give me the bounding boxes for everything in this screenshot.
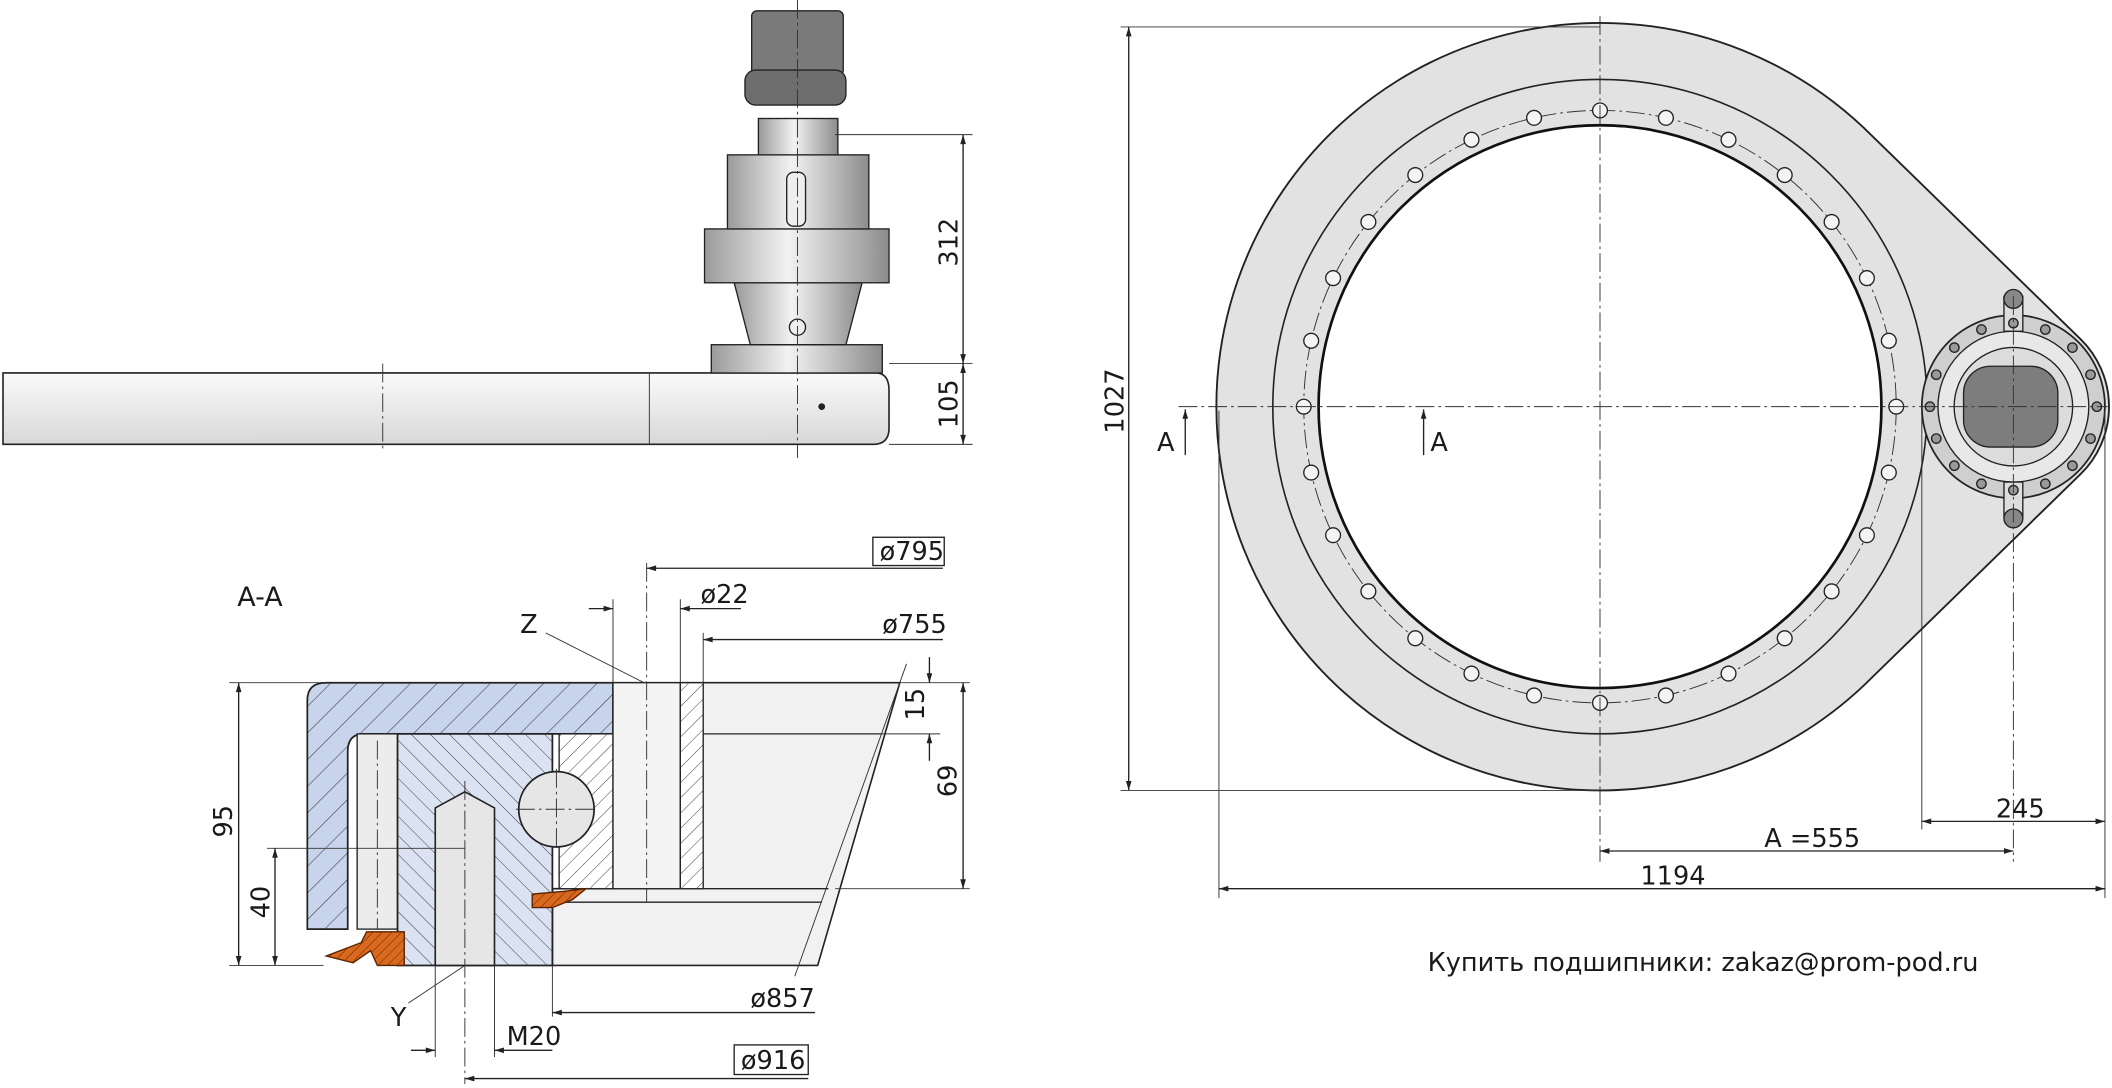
bolt-hole	[1526, 109, 1543, 126]
pinion-bolt	[2085, 369, 2096, 381]
dia-755: ø755	[882, 610, 946, 640]
marker-y: Y	[390, 1003, 407, 1033]
dim-width: 1194	[1640, 862, 1705, 892]
bolt-hole	[1526, 687, 1543, 704]
section-mark-left: A	[1157, 428, 1175, 458]
bolt-hole	[1303, 464, 1320, 481]
bolt-hole	[1858, 270, 1875, 287]
pinion-bolt	[1976, 324, 1987, 335]
dia-916: ø916	[741, 1046, 805, 1076]
bolt-hole	[1823, 213, 1840, 231]
dia-857: ø857	[750, 984, 814, 1014]
bolt-hole	[1880, 332, 1897, 349]
dim-top-step: 15	[901, 688, 931, 721]
bolt-hole	[1657, 687, 1674, 704]
bolt-hole	[1407, 630, 1424, 647]
bolt-hole	[1463, 665, 1480, 682]
pinion-bolt	[2067, 342, 2078, 354]
dim-plate-height: 105	[935, 379, 965, 428]
pinion-bolt	[1948, 342, 1960, 354]
dim-center-distance: A =555	[1764, 824, 1860, 854]
pinion-bolt	[2067, 460, 2078, 472]
bolt-hole	[1858, 527, 1875, 544]
pinion-bolt	[1976, 478, 1987, 490]
dia-795: ø795	[880, 537, 944, 567]
bolt-hole	[1325, 270, 1342, 287]
dim-motor-height: 312	[935, 218, 965, 267]
dia-22: ø22	[701, 580, 749, 610]
dim-pinion: 245	[1996, 794, 2045, 824]
ring-plate	[2, 372, 890, 446]
bolt-hole	[1880, 464, 1897, 481]
pinion-bolt	[2039, 324, 2051, 335]
dim-bolt-depth: 40	[247, 886, 277, 919]
pinion-bolt	[1930, 433, 1942, 444]
side-view: 312 105	[2, 0, 973, 458]
bolt-holes	[1295, 102, 1905, 711]
drive-motor	[703, 10, 890, 374]
plan-view: A A 1027 1194 A =555 245	[1100, 16, 2110, 899]
pinion-bolt	[1930, 369, 1942, 381]
pinion-bolt	[2039, 478, 2051, 490]
bolt-hole	[1823, 583, 1840, 600]
bolt-hole	[1360, 583, 1377, 600]
marker-z: Z	[520, 610, 538, 640]
bolt-hole	[1657, 109, 1674, 126]
section-title: A-A	[237, 582, 283, 613]
pinion-bolt	[1948, 460, 1960, 472]
seal-lower	[323, 931, 405, 967]
bolt-hole	[1325, 527, 1342, 544]
bolt-hole	[1720, 131, 1737, 148]
seal-upper	[531, 887, 589, 909]
bolt-hole	[1463, 131, 1480, 148]
contact-watermark: Купить подшипники: zakaz@prom-pod.ru	[1428, 948, 1979, 978]
dim-height: 1027	[1100, 368, 1130, 433]
bolt-hole	[1776, 630, 1793, 647]
bolt-hole	[1303, 332, 1320, 349]
dim-total-height: 95	[209, 805, 239, 838]
section-mark-right: A	[1430, 428, 1448, 458]
bolt-hole	[1720, 665, 1737, 682]
thread-m20: M20	[507, 1022, 562, 1052]
bolt-hole	[1776, 166, 1793, 184]
pinion-bolt	[2085, 433, 2096, 444]
bolt-hole	[1360, 213, 1377, 231]
section-a-a: A-A 95 40 69 1	[209, 536, 970, 1084]
dim-ring-height: 69	[933, 765, 963, 798]
bolt-hole	[1407, 166, 1424, 184]
